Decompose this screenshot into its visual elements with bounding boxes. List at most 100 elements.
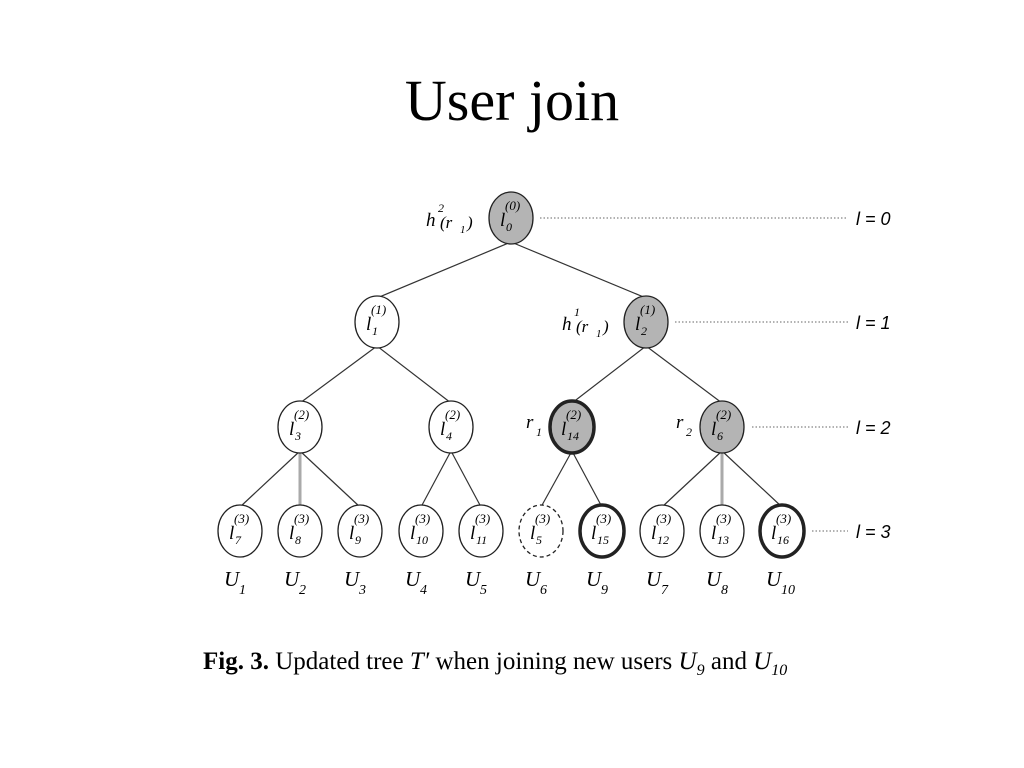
tree-edges: [239, 241, 783, 508]
key-node-index: 10: [416, 533, 428, 547]
user-index: 8: [721, 583, 728, 598]
label-close: ): [602, 317, 609, 336]
key-node-symbol: l: [530, 523, 535, 544]
key-node-level: (3): [535, 511, 550, 526]
slide-title: User join: [404, 68, 620, 133]
key-node-circle: [548, 399, 596, 455]
key-node-index: 2: [641, 324, 647, 338]
caption-text-middle: when joining new users: [435, 648, 673, 675]
key-node-index: 9: [355, 533, 361, 547]
label-power: 1: [574, 305, 580, 319]
key-node-symbol: l: [410, 523, 415, 544]
key-node-level: (3): [475, 511, 490, 526]
key-node-symbol: l: [440, 419, 445, 440]
tree-edge: [645, 345, 723, 404]
user-name: U: [646, 567, 663, 591]
key-node-symbol: l: [366, 314, 371, 335]
key-node-circle: [277, 400, 323, 454]
user-index: 1: [239, 583, 246, 598]
tree-edge: [299, 345, 378, 404]
key-node-level: (1): [371, 302, 386, 317]
key-node-index: 8: [295, 533, 301, 547]
tree-edge: [571, 450, 603, 508]
key-node-symbol: l: [651, 523, 656, 544]
caption-user-b-sub: 10: [771, 662, 788, 679]
key-node-circle: [488, 191, 534, 245]
key-node-index: 0: [506, 220, 512, 234]
key-node-index: 14: [567, 429, 579, 443]
label-power: 2: [438, 201, 444, 215]
user-index: 10: [781, 583, 795, 598]
key-node-level: (3): [656, 511, 671, 526]
user-name: U: [465, 567, 482, 591]
key-node-level: (3): [294, 511, 309, 526]
user-name: U: [766, 567, 783, 591]
caption-text-before: Updated tree: [275, 648, 404, 675]
key-node-symbol: l: [349, 523, 354, 544]
key-node-symbol: l: [229, 523, 234, 544]
key-node-circle: [428, 400, 474, 454]
caption-tree-symbol: T′: [409, 648, 430, 675]
key-node-level: (3): [354, 511, 369, 526]
key-node-symbol: l: [561, 419, 566, 440]
label-argument: (r: [440, 213, 453, 232]
key-node-index: 13: [717, 533, 729, 547]
key-node-symbol: l: [635, 314, 640, 335]
key-node-circle: [623, 295, 669, 349]
tree-edge: [661, 450, 723, 508]
tree-edge: [299, 450, 361, 508]
key-node-circle: [277, 504, 323, 558]
key-node-level: (3): [776, 511, 791, 526]
key-node-circle: [337, 504, 383, 558]
tree-edge: [571, 345, 647, 404]
label-argument-index: 1: [596, 328, 602, 340]
key-node-level: (0): [505, 198, 520, 213]
key-node-circle: [758, 503, 806, 559]
key-node-index: 5: [536, 533, 542, 547]
user-index: 7: [661, 583, 669, 598]
key-node-level: (3): [234, 511, 249, 526]
label-argument-index: 1: [460, 224, 466, 236]
key-node-level: (2): [294, 407, 309, 422]
tree-edge: [721, 450, 783, 508]
label-main: h: [562, 314, 572, 335]
key-node-level: (1): [640, 302, 655, 317]
label-close: ): [466, 213, 473, 232]
key-node-index: 12: [657, 533, 669, 547]
key-node-level: (2): [566, 407, 581, 422]
label-main: r: [676, 412, 684, 433]
key-node-symbol: l: [711, 419, 716, 440]
user-name: U: [525, 567, 542, 591]
key-node-index: 4: [446, 429, 452, 443]
level-label: l = 2: [856, 418, 891, 438]
label-main: r: [526, 412, 534, 433]
key-node-index: 15: [597, 533, 609, 547]
label-index: 1: [536, 425, 542, 439]
label-index: 2: [686, 425, 692, 439]
user-index: 6: [540, 583, 547, 598]
tree-edge: [376, 241, 512, 299]
key-node-circle: [578, 503, 626, 559]
user-index: 5: [480, 583, 487, 598]
